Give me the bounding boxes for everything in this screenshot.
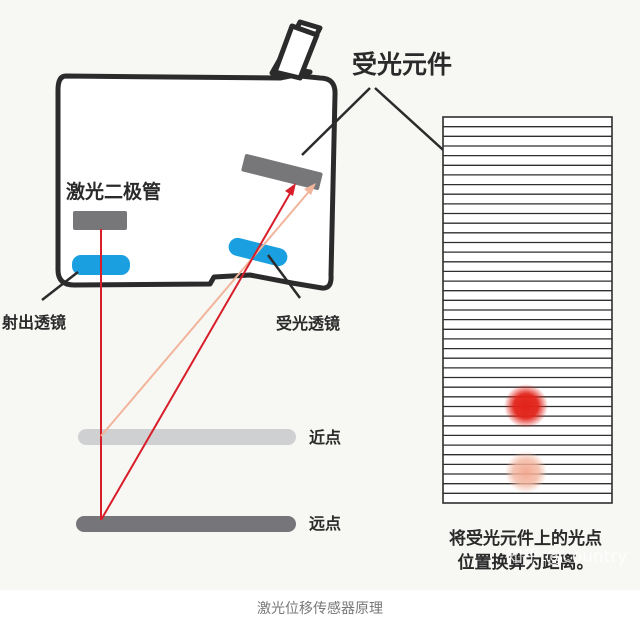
far-point-bar (76, 516, 296, 532)
label-emit-lens: 射出透镜 (2, 313, 67, 332)
receiver-element (241, 154, 323, 190)
leader-emit-lens (41, 271, 79, 301)
figure-caption: 激光位移传感器原理 (257, 601, 383, 617)
label-near-point: 近点 (309, 428, 342, 447)
label-laser-diode: 激光二极管 (66, 181, 162, 203)
far-beam-arrowhead (285, 183, 296, 196)
leader-receiver-grid (374, 87, 453, 159)
leader-receive-lens (266, 254, 302, 299)
label-receiver-element: 受光元件 (352, 50, 453, 79)
near-point-bar (78, 429, 296, 445)
laser-diode (73, 211, 127, 230)
far-light-spot (505, 451, 547, 493)
receiver-grid (442, 116, 613, 504)
conversion-note: 将受光元件上的光点 位置换算为距离。 (418, 527, 633, 575)
near-beam-arrowhead (304, 183, 316, 195)
diagram-figure: 受光元件 激光二极管 射出透镜 受光透镜 近点 远点 将受光元件上的光点 位置换… (0, 0, 640, 590)
sensor-housing (55, 19, 338, 291)
near-light-spot (504, 384, 548, 428)
watermark: 知乎 @country (506, 547, 628, 567)
near-reflected-beam (100, 187, 313, 437)
label-far-point: 远点 (309, 514, 342, 533)
label-receive-lens: 受光透镜 (276, 314, 341, 333)
sensor-cable (272, 23, 320, 81)
leader-receiver-housing (301, 87, 371, 156)
far-reflected-beam (100, 189, 293, 521)
conversion-note-line1: 将受光元件上的光点 (449, 529, 602, 549)
diagram-canvas (41, 19, 613, 532)
conversion-note-line2: 位置换算为距离。 (457, 553, 594, 573)
